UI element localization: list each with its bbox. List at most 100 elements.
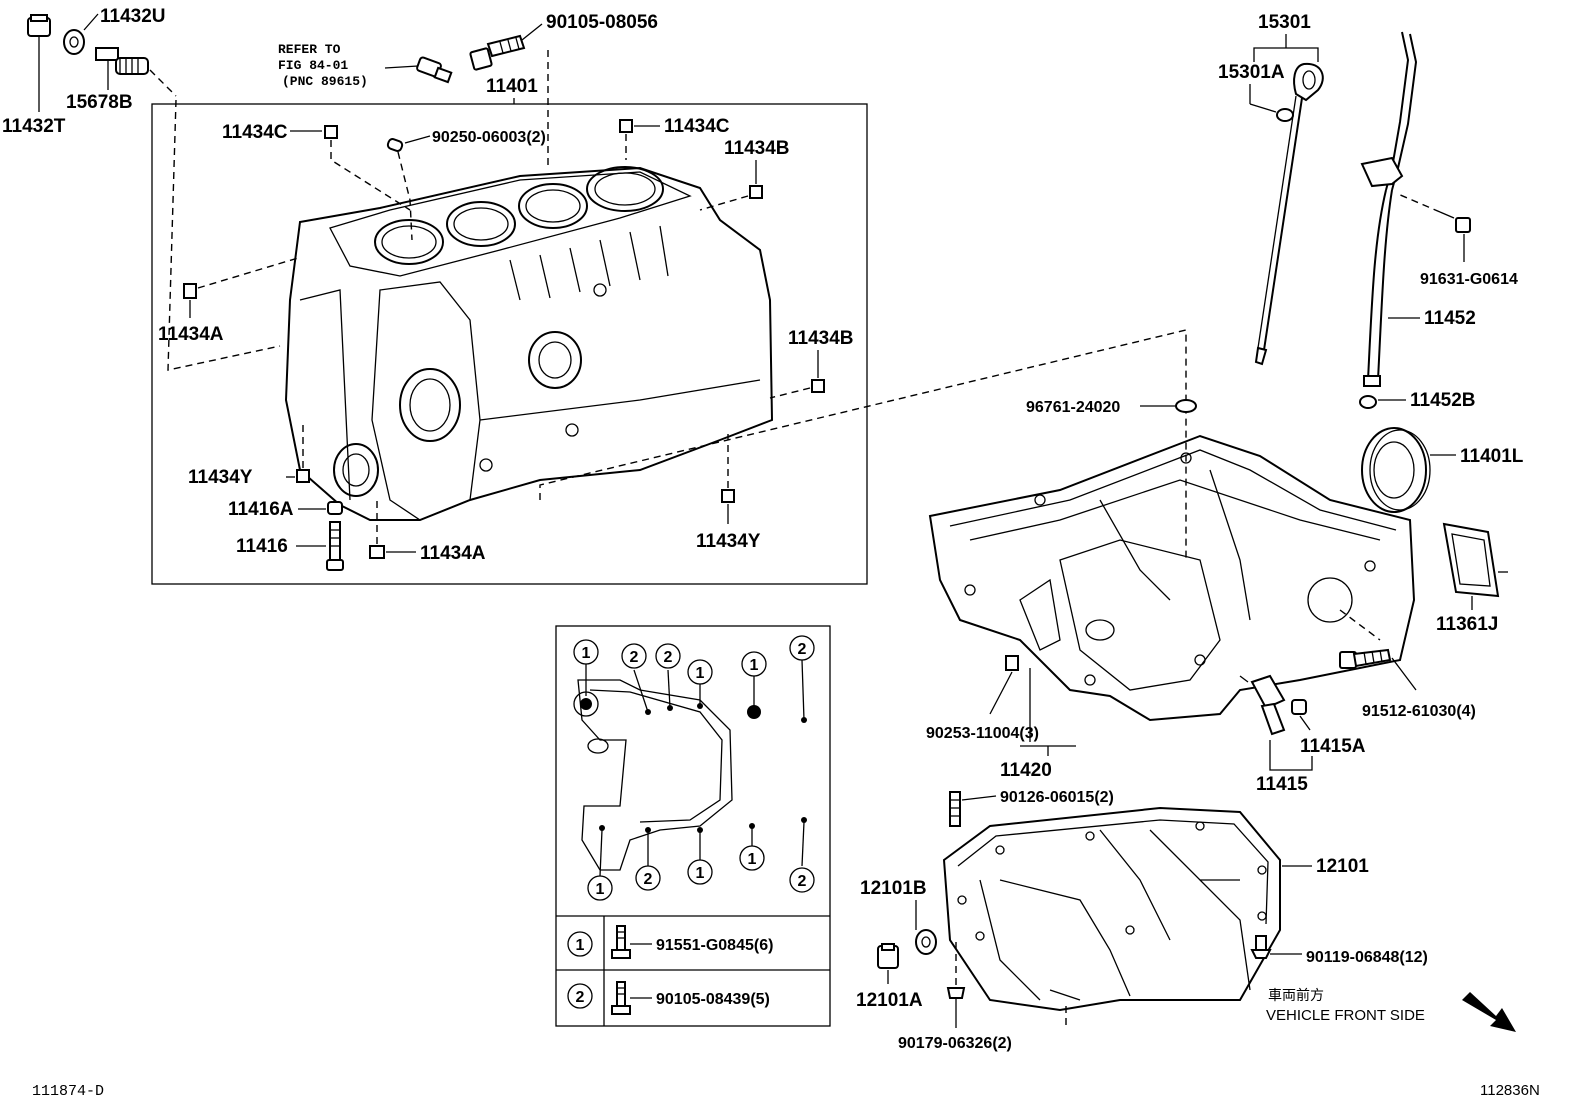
part-90119-06848-bolt xyxy=(1250,935,1272,959)
part-11401L-oil-seal xyxy=(1361,427,1431,513)
label-11432U: 11432U xyxy=(100,6,166,27)
label-11434B-right: 11434B xyxy=(788,328,854,349)
part-90250-06003-pin xyxy=(386,138,404,152)
part-90179-06326-nut xyxy=(946,987,966,1028)
legend-mark-1: 1 xyxy=(576,937,585,954)
label-11401L: 11401L xyxy=(1460,446,1524,467)
part-11452-guide-tube xyxy=(1360,31,1418,387)
label-11416: 11416 xyxy=(236,536,288,557)
label-11415A: 11415A xyxy=(1300,736,1366,757)
part-11432U-washer xyxy=(63,13,99,55)
label-11434Y-right: 11434Y xyxy=(696,531,761,552)
label-11452: 11452 xyxy=(1424,308,1476,329)
label-11420: 11420 xyxy=(1000,760,1052,781)
inset-mark: 2 xyxy=(664,649,673,666)
label-90126-06015: 90126-06015(2) xyxy=(1000,789,1114,806)
inset-mark: 1 xyxy=(582,645,591,662)
label-11416A: 11416A xyxy=(228,499,294,520)
part-96761-24020-oring xyxy=(1175,399,1197,413)
label-12101B: 12101B xyxy=(860,878,927,899)
label-11361J: 11361J xyxy=(1436,614,1498,635)
part-11434A-left xyxy=(183,283,197,299)
part-11434C-right xyxy=(619,119,633,133)
label-12101A: 12101A xyxy=(856,990,923,1011)
label-front-jp: 車両前方 xyxy=(1268,987,1324,1004)
label-15301A: 15301A xyxy=(1218,62,1285,83)
label-15678B: 15678B xyxy=(66,92,133,113)
inset-mark: 1 xyxy=(750,657,759,674)
part-11415-strainer xyxy=(1239,674,1307,736)
label-11434C-left: 11434C xyxy=(222,122,288,143)
part-11434B-right xyxy=(811,379,825,393)
label-11434A-left: 11434A xyxy=(158,324,224,345)
part-90126-06015-stud xyxy=(949,791,961,827)
part-90253-11004-pin xyxy=(1005,655,1019,671)
cylinder-block-frame xyxy=(151,103,868,585)
label-15301: 15301 xyxy=(1258,12,1311,33)
part-11434C-left xyxy=(324,125,338,139)
leader-refer xyxy=(384,65,419,69)
refer-note-line2: FIG 84-01 xyxy=(278,58,348,73)
part-15301A-oring xyxy=(1276,108,1294,122)
inset-mark: 2 xyxy=(644,871,653,888)
refer-note-line1: REFER TO xyxy=(278,42,341,57)
part-11416A-washer xyxy=(327,501,343,515)
part-11361J-cover xyxy=(1442,522,1508,598)
oil-pan-11420 xyxy=(928,434,1416,722)
legend-bolt-icon xyxy=(611,925,631,959)
inset-mark: 2 xyxy=(630,649,639,666)
label-12101: 12101 xyxy=(1316,856,1369,877)
label-11452B: 11452B xyxy=(1410,390,1476,411)
inset-mark: 1 xyxy=(748,851,757,868)
legend-bolt-icon xyxy=(611,981,631,1015)
part-11434Y-right xyxy=(721,489,735,503)
bolt-pattern-inset: 1 2 2 1 1 2 1 2 1 1 2 1 91551-G0845(6) 2 xyxy=(555,625,831,1027)
label-11432T: 11432T xyxy=(2,116,66,137)
label-11434C-right: 11434C xyxy=(664,116,730,137)
legend-mark-2: 2 xyxy=(576,989,585,1006)
part-11434A-bottom xyxy=(369,545,385,559)
cylinder-block-11401 xyxy=(284,166,774,521)
label-11415: 11415 xyxy=(1256,774,1308,795)
part-11416-bolt xyxy=(326,521,344,571)
label-91631-G0614: 91631-G0614 xyxy=(1420,271,1518,288)
part-90105-08056-bolt xyxy=(469,23,543,71)
label-11401: 11401 xyxy=(486,76,538,97)
label-90105-08056: 90105-08056 xyxy=(546,12,658,33)
label-90250-06003: 90250-06003(2) xyxy=(432,129,546,146)
label-90253-11004: 90253-11004(3) xyxy=(926,725,1039,742)
part-91512-61030-bolt xyxy=(1339,648,1392,669)
legend-part-1: 91551-G0845(6) xyxy=(656,937,773,954)
inset-mark: 1 xyxy=(696,865,705,882)
oil-pan-12101 xyxy=(942,806,1281,1012)
part-15301-dipstick xyxy=(1254,62,1324,366)
arrow-right-down-icon xyxy=(1462,992,1516,1032)
part-knock-sensor xyxy=(416,56,453,84)
part-91631-G0614-bolt xyxy=(1439,211,1471,233)
label-11434B-top: 11434B xyxy=(724,138,790,159)
inset-mark: 2 xyxy=(798,873,807,890)
part-12101A-drain-plug xyxy=(877,943,899,969)
refer-note-line3: (PNC 89615) xyxy=(282,74,368,89)
part-11452B-oring xyxy=(1359,395,1377,409)
label-90179-06326: 90179-06326(2) xyxy=(898,1035,1012,1052)
part-11434Y-left xyxy=(296,469,310,483)
label-90119-06848: 90119-06848(12) xyxy=(1306,949,1428,966)
part-11434B-top xyxy=(749,185,763,199)
inset-mark: 1 xyxy=(696,665,705,682)
inset-mark: 2 xyxy=(798,641,807,658)
part-11432T-plug xyxy=(27,14,51,112)
figure-id-left: 111874-D xyxy=(32,1083,104,1099)
label-91512-61030: 91512-61030(4) xyxy=(1362,703,1476,720)
label-vehicle-front: VEHICLE FRONT SIDE xyxy=(1266,1007,1425,1024)
leader-15678B xyxy=(149,69,177,97)
figure-id-right: 112836N xyxy=(1480,1082,1540,1099)
inset-mark: 1 xyxy=(596,881,605,898)
part-12101B-gasket xyxy=(915,929,937,955)
label-11434A-bottom: 11434A xyxy=(420,543,486,564)
legend-part-2: 90105-08439(5) xyxy=(656,991,770,1008)
label-11434Y-left: 11434Y xyxy=(188,467,253,488)
part-15678B-sensor xyxy=(95,47,149,90)
label-96761-24020: 96761-24020 xyxy=(1026,399,1120,416)
